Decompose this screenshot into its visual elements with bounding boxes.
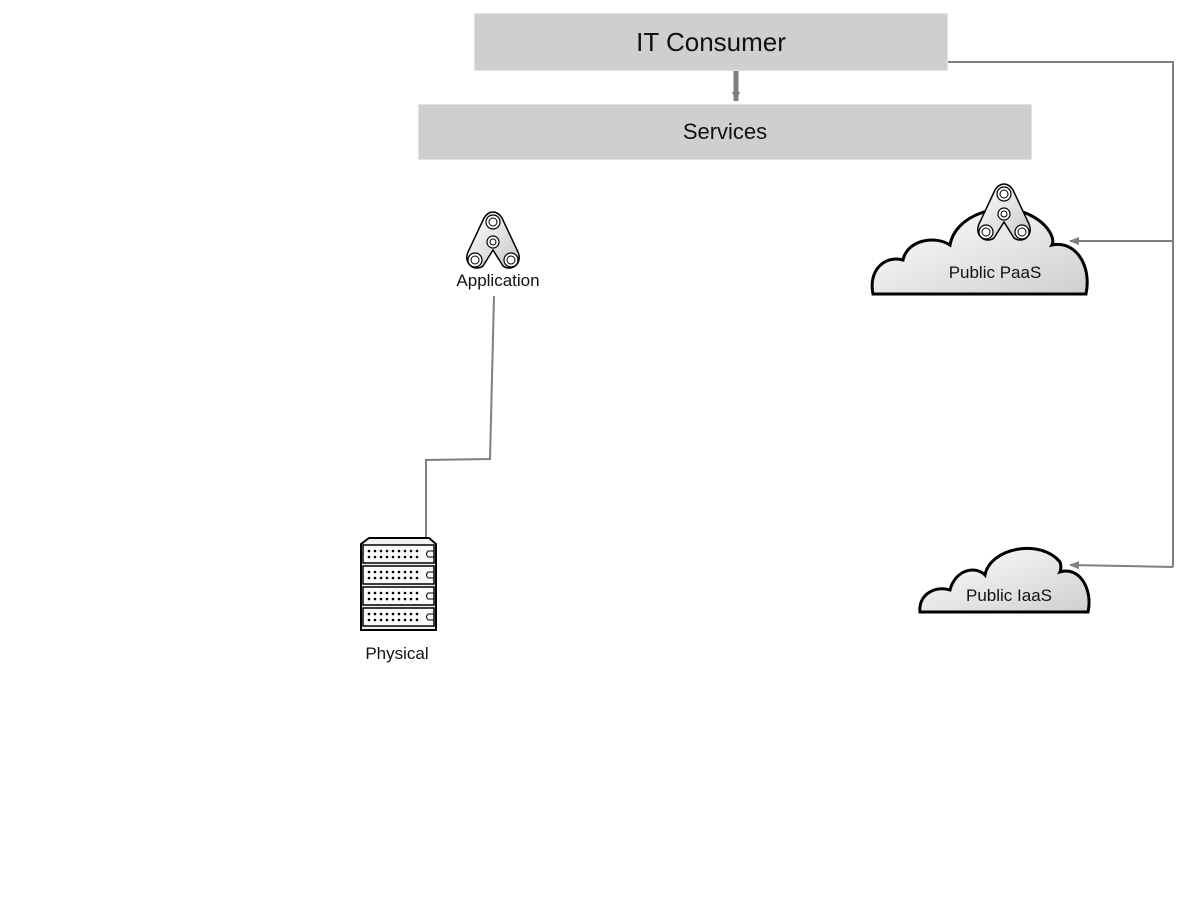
rack-unit [362,565,435,585]
rack-vent-dot [391,591,395,595]
rack-vent-dot [373,618,377,622]
rack-vent-dot [409,570,413,574]
rack-handle [426,550,434,558]
rack-vent-dot [391,555,395,559]
rack-vent-dot [373,597,377,601]
server-rack-icon [360,537,437,631]
rack-vent-dot [391,618,395,622]
physical-label: Physical [365,644,429,663]
rack-vent-dot [415,612,419,616]
rack-vent-dot [379,555,383,559]
rack-vent-dot [391,597,395,601]
rack-vent-dot [397,591,401,595]
rack-vent-dot [373,591,377,595]
rack-vent-dot [373,555,377,559]
application-label: Application [456,271,540,290]
rack-vent-dot [379,618,383,622]
rack-vent-dot [409,612,413,616]
rack-vent-dot [385,576,389,580]
rack-vent-dot [415,576,419,580]
services-label: Services [682,119,768,144]
rack-vent-dot [379,597,383,601]
public-paas-label: Public PaaS [948,263,1042,282]
rack-vent-dot [391,570,395,574]
rack-vent-dot [415,618,419,622]
rack-vent-dot [409,597,413,601]
rack-vent-dot [385,618,389,622]
rack-vent-dot [373,612,377,616]
rack-vent-dot [385,549,389,553]
rack-vent-dot [373,576,377,580]
rack-vent-dot [385,570,389,574]
public-iaas-label: Public IaaS [966,586,1052,605]
rack-vent-dot [397,618,401,622]
rack-vent-dot [367,591,371,595]
edge-consumer-bus [948,61,1174,567]
rack-vent-dot [379,570,383,574]
rack-unit [362,544,435,564]
rack-unit [362,586,435,606]
rack-vent-dot [409,549,413,553]
it-consumer-box[interactable]: IT Consumer [474,13,948,71]
rack-vent-dot [385,597,389,601]
rack-vent-dot [403,555,407,559]
rack-vent-dot [385,591,389,595]
application-icon [466,211,520,269]
rack-vent-dot [415,555,419,559]
rack-vent-dot [397,555,401,559]
rack-vent-dot [403,618,407,622]
rack-vent-dot [403,591,407,595]
rack-vent-dot [397,549,401,553]
rack-vent-dot [379,549,383,553]
rack-vent-dot [403,570,407,574]
rack-vent-dot [373,570,377,574]
application-icon [977,183,1031,241]
rack-vent-dot [367,618,371,622]
rack-vent-dot [409,576,413,580]
rack-vent-dot [379,591,383,595]
rack-unit [362,607,435,627]
rack-handle [426,613,434,621]
rack-vent-dot [373,549,377,553]
rack-vent-dot [367,612,371,616]
edge-bus-iaas [1069,561,1174,570]
rack-vent-dot [391,576,395,580]
rack-vent-dot [385,555,389,559]
rack-vent-dot [379,612,383,616]
rack-vent-dot [409,555,413,559]
rack-vent-dot [367,549,371,553]
rack-handle [426,571,434,579]
cloud-icon [918,546,1091,614]
rack-vent-dot [415,597,419,601]
rack-vent-dot [367,555,371,559]
rack-vent-dot [415,591,419,595]
rack-vent-dot [397,597,401,601]
rack-vent-dot [397,576,401,580]
rack-vent-dot [397,612,401,616]
rack-vent-dot [367,597,371,601]
rack-vent-dot [415,570,419,574]
rack-vent-dot [379,576,383,580]
rack-vent-dot [397,570,401,574]
edge-application-physical [425,295,495,538]
services-box[interactable]: Services [418,104,1032,160]
rack-vent-dot [409,591,413,595]
rack-vent-dot [403,612,407,616]
rack-vent-dot [391,612,395,616]
rack-vent-dot [409,618,413,622]
rack-vent-dot [385,612,389,616]
rack-handle [426,592,434,600]
rack-vent-dot [367,576,371,580]
rack-vent-dot [403,576,407,580]
rack-vent-dot [391,549,395,553]
rack-vent-dot [403,549,407,553]
rack-vent-dot [415,549,419,553]
it-consumer-label: IT Consumer [636,26,786,57]
rack-vent-dot [403,597,407,601]
rack-vent-dot [367,570,371,574]
